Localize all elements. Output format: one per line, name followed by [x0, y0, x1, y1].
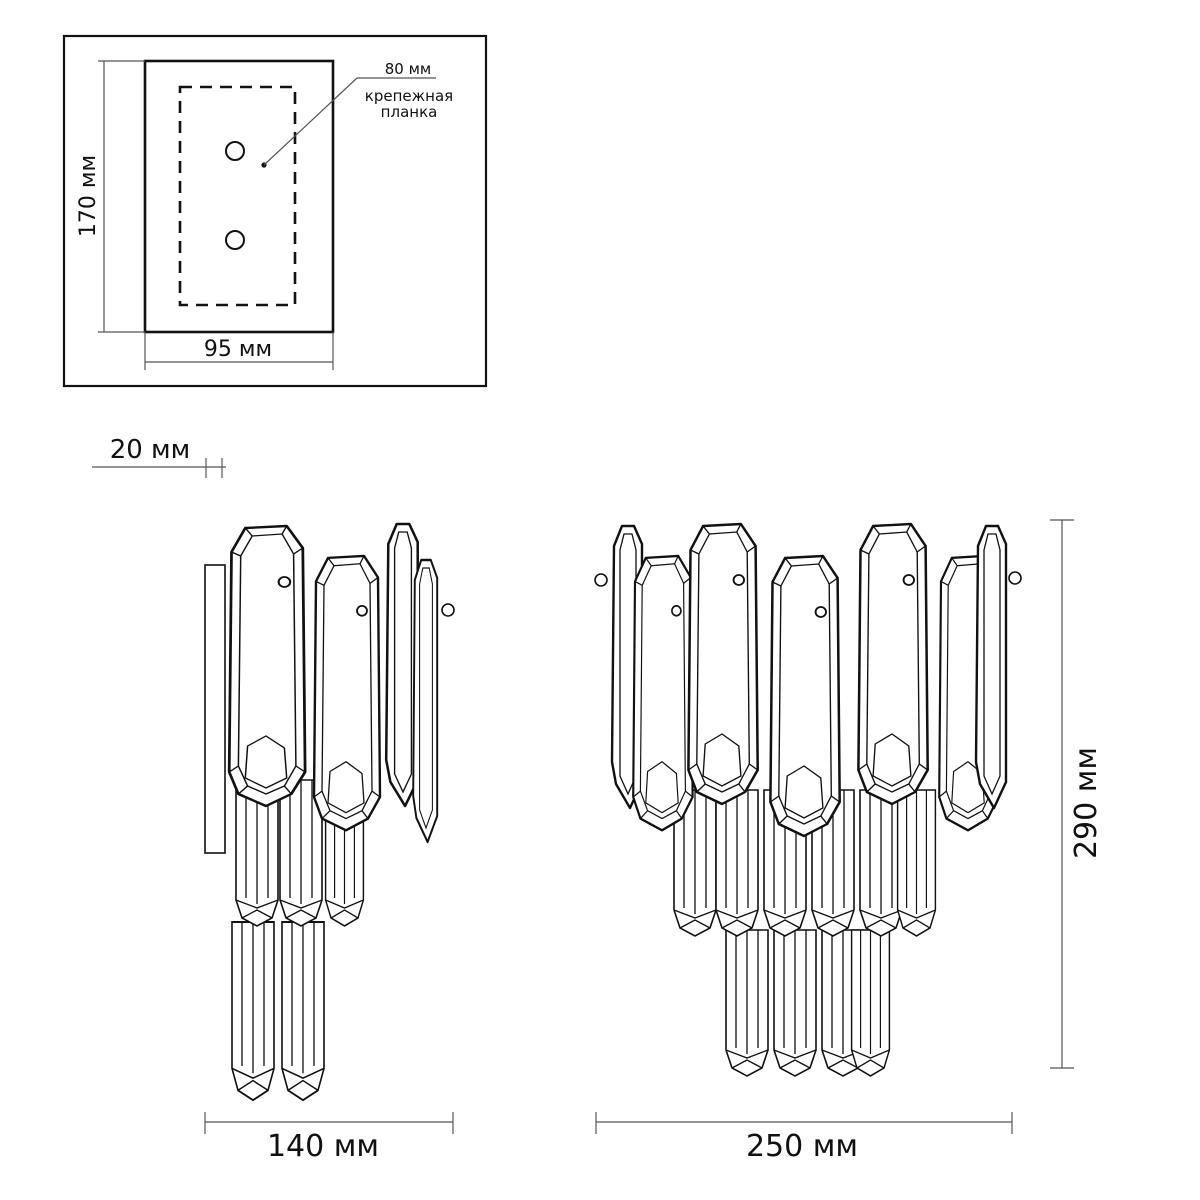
front-view	[594, 519, 1074, 1134]
detail-frame	[62, 34, 488, 388]
depth-offset-label: 20 мм	[110, 435, 191, 465]
leader-line	[263, 77, 358, 166]
mount-plate-detail	[62, 34, 488, 388]
mount-hole-top	[225, 141, 245, 161]
mount-plate-outline	[143, 59, 335, 334]
mount-hole-bottom	[225, 230, 245, 250]
mounting-bracket-dashed	[178, 85, 297, 307]
front-width-label: 250 мм	[746, 1129, 858, 1164]
plate-width-label: 95 мм	[204, 337, 272, 362]
side-view	[204, 522, 455, 1134]
side-width-label: 140 мм	[267, 1129, 379, 1164]
wall-backplate	[204, 564, 226, 854]
hole-spacing-label: 80 мм	[385, 60, 432, 78]
plate-height-label: 170 мм	[76, 155, 101, 237]
bracket-label-line2: планка	[381, 103, 438, 121]
front-height-label: 290 мм	[1069, 747, 1104, 859]
bracket-label-line1: крепежная	[365, 87, 453, 105]
depth-offset-dimension	[92, 458, 226, 478]
